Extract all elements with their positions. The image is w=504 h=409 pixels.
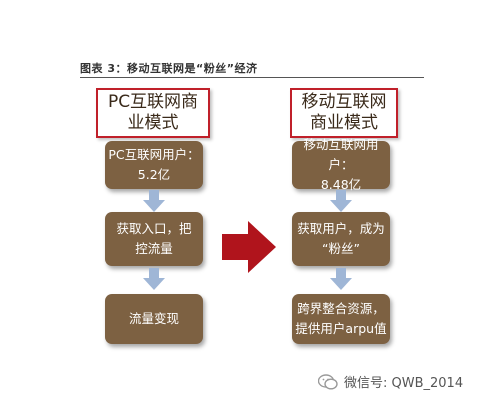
pc-monetize-box: 流量变现 [105, 294, 203, 344]
caption-rule [80, 77, 424, 78]
mobile-model-title: 移动互联网 商业模式 [290, 88, 398, 138]
pc-traffic-box: 获取入口，把 控流量 [105, 212, 203, 266]
mobile-fans-box: 获取用户，成为 “粉丝” [292, 212, 390, 266]
transition-arrow-icon [222, 221, 276, 273]
watermark: 微信号: QWB_2014 [318, 372, 463, 391]
mobile-users-box: 移动互联网用户： 8.48亿 [292, 137, 390, 192]
figure-caption: 图表 3：移动互联网是“粉丝”经济 [80, 62, 258, 75]
watermark-text: 微信号: QWB_2014 [344, 376, 464, 391]
pc-model-title: PC互联网商 业模式 [96, 88, 210, 138]
pc-users-box: PC互联网用户： 5.2亿 [105, 141, 203, 189]
down-arrow-icon [330, 190, 352, 212]
down-arrow-icon [330, 268, 352, 290]
down-arrow-icon [143, 268, 165, 290]
wechat-icon [318, 373, 338, 390]
mobile-arpu-box: 跨界整合资源， 提供用户arpu值 [292, 294, 390, 344]
down-arrow-icon [143, 190, 165, 212]
